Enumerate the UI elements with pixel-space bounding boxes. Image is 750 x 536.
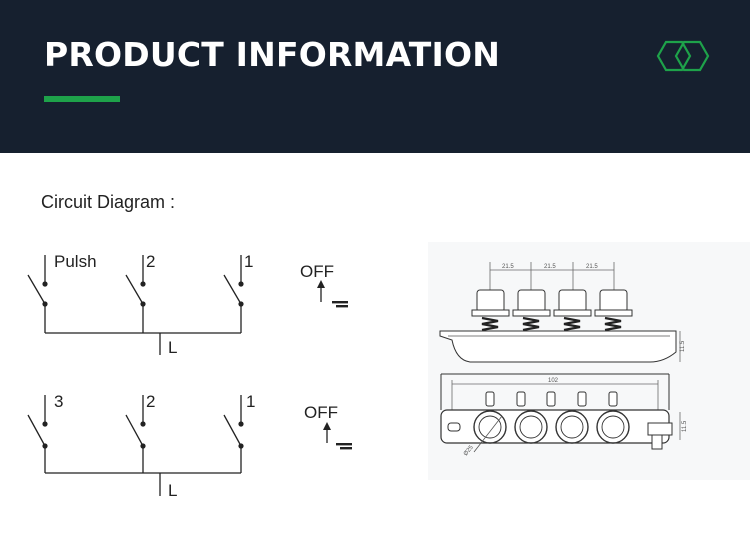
terminal [608,391,618,407]
title-underline [44,96,120,102]
off-arrow-head [323,422,331,430]
double-hexagon-icon [656,40,710,72]
off-indicator-mark [336,443,352,446]
knob [558,289,587,313]
off-indicator-mark [336,305,348,308]
switch-2-contact-bottom [140,301,146,307]
circuit-diagram: Pulsh 2 1 L OFF 3 2 1 L OFF [27,242,750,500]
circuit-diagram-label: Circuit Diagram : [41,192,176,212]
terminal [546,391,556,407]
knob [476,289,505,313]
dimension-label: 102 [548,378,559,384]
switch-1-contact-bottom [42,301,48,307]
switch-3-contact-bottom [238,443,244,449]
technical-drawing: 21.5 21.5 21.5 11.5 102 [428,242,750,480]
dimension-label: 11.5 [682,420,688,432]
state-label: OFF [304,403,338,422]
spring [563,316,581,332]
side-connector [647,422,673,436]
switch-1-blade [27,274,46,305]
switch-label: Pulsh [54,252,97,271]
switch-label: 3 [54,392,63,411]
header-banner: PRODUCT INFORMATION [0,0,750,153]
switch-label: 1 [246,392,255,411]
terminal [485,391,495,407]
knob [599,289,628,313]
state-label: OFF [300,262,334,281]
switch-1-blade [27,414,46,447]
base-plate [439,330,677,363]
knob-collar [594,309,633,317]
mounting-slot [447,422,461,432]
switch-label: 1 [244,252,253,271]
switch-3-contact-top [238,281,244,287]
common-label: L [168,481,177,500]
off-arrow-head [317,280,325,288]
switch-label: 2 [146,392,155,411]
switch-2-contact-top [140,281,146,287]
dimension-label: 21.5 [586,264,598,270]
spring [481,316,499,332]
spring [604,316,622,332]
page-title: PRODUCT INFORMATION [44,35,501,74]
off-indicator-mark [332,301,348,304]
common-label: L [168,338,177,357]
switch-2-contact-top [140,421,146,427]
switch-3-blade [223,414,242,447]
switch-3-contact-top [238,421,244,427]
off-indicator-mark [340,447,352,450]
dimension-label: 21.5 [502,264,514,270]
side-connector [651,434,663,450]
circuit-bottom [27,395,328,496]
dimension-label: 21.5 [544,264,556,270]
switch-3-blade [223,274,242,305]
knob-collar [512,309,551,317]
switch-1-contact-top [42,281,48,287]
switch-2-blade [125,414,144,447]
terminal [516,391,526,407]
switch-1-contact-top [42,421,48,427]
switch-2-blade [125,274,144,305]
switch-1-contact-bottom [42,443,48,449]
terminal [577,391,587,407]
spring [522,316,540,332]
knob-collar [471,309,510,317]
dimension-label: 11.5 [680,340,686,352]
switch-label: 2 [146,252,155,271]
knob-collar [553,309,592,317]
switch-3-contact-bottom [238,301,244,307]
switch-2-contact-bottom [140,443,146,449]
knob [517,289,546,313]
